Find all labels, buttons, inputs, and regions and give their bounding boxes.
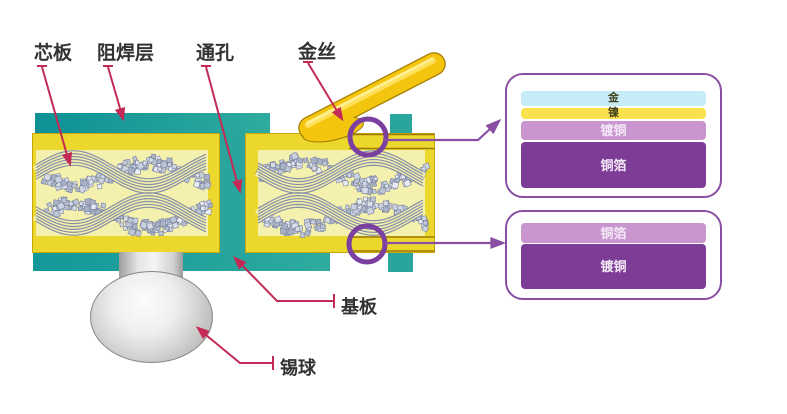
stack-layer: 镍 [521,108,706,119]
pad-outline-lines [349,133,435,252]
solder-ball [90,271,213,363]
label-gold-wire: 金丝 [298,42,337,63]
solder-mask-top-bar [35,113,270,133]
pad-stack-detail-top: 金镍镀铜铜箔 [505,73,722,198]
stack-layer: 镀铜 [521,121,706,140]
gold-wire-icon [298,52,446,143]
arrow-to-bottom-stack [385,237,507,249]
stack-layer: 铜箔 [521,142,706,188]
label-substrate: 基板 [341,297,377,317]
pad-stack-detail-bottom: 铜箔镀铜 [505,210,722,300]
stack-layer: 镀铜 [521,244,706,289]
label-solder-ball: 锡球 [280,358,316,378]
stack-layer: 金 [521,91,706,106]
label-via: 通孔 [196,43,235,64]
stack-layer: 铜箔 [521,223,706,243]
substrate-tab-top [390,114,412,133]
label-core: 芯板 [34,43,73,64]
leader-lines [37,61,344,370]
substrate-tab-bottom [388,253,413,272]
arrow-to-top-stack [383,118,502,142]
label-solder-mask: 阻焊层 [97,43,155,64]
highlight-circle-top [347,116,389,158]
